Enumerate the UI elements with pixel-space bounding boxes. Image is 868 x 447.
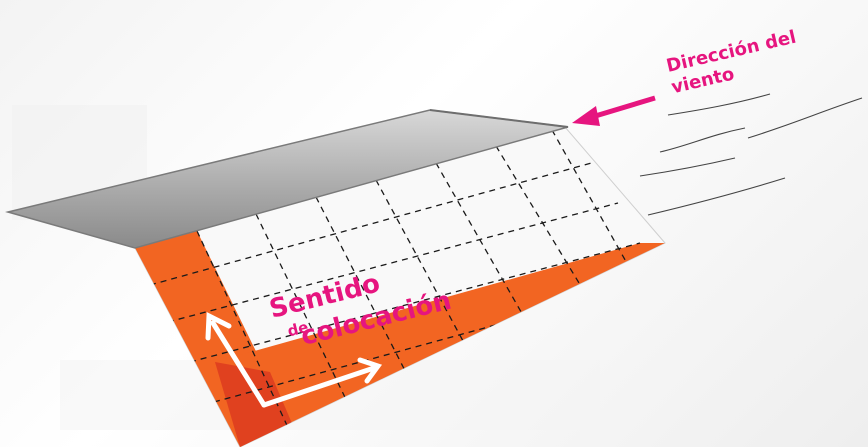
- up-arrow-head: [205, 312, 232, 341]
- direction-label-line2: de: [286, 318, 311, 341]
- right-arrow-shaft: [261, 365, 377, 408]
- wind-line: [639, 157, 736, 177]
- grid-col-line: [255, 213, 357, 421]
- tile-grid: [149, 129, 661, 447]
- grid-col-line: [435, 162, 537, 339]
- wind-line: [647, 177, 786, 216]
- grid-col-line: [551, 129, 643, 291]
- grid-col-line: [315, 196, 417, 393]
- grid-col-line: [196, 230, 298, 447]
- wind-line: [659, 127, 746, 153]
- tile-corner: [215, 362, 297, 447]
- wind-arrow-icon: [572, 95, 656, 126]
- direction-arrows: [205, 312, 383, 408]
- wind-lines: [639, 93, 863, 216]
- tile-row-bottom: [215, 243, 665, 447]
- right-arrow-head: [357, 357, 383, 384]
- wind-line: [747, 97, 863, 139]
- grid-row-line: [189, 242, 641, 363]
- grid-col-line: [375, 179, 477, 366]
- wind-line: [667, 93, 771, 116]
- ridge-edge: [429, 109, 569, 128]
- up-arrow-shaft: [210, 320, 267, 408]
- wind-direction-label: Dirección del viento: [664, 25, 809, 98]
